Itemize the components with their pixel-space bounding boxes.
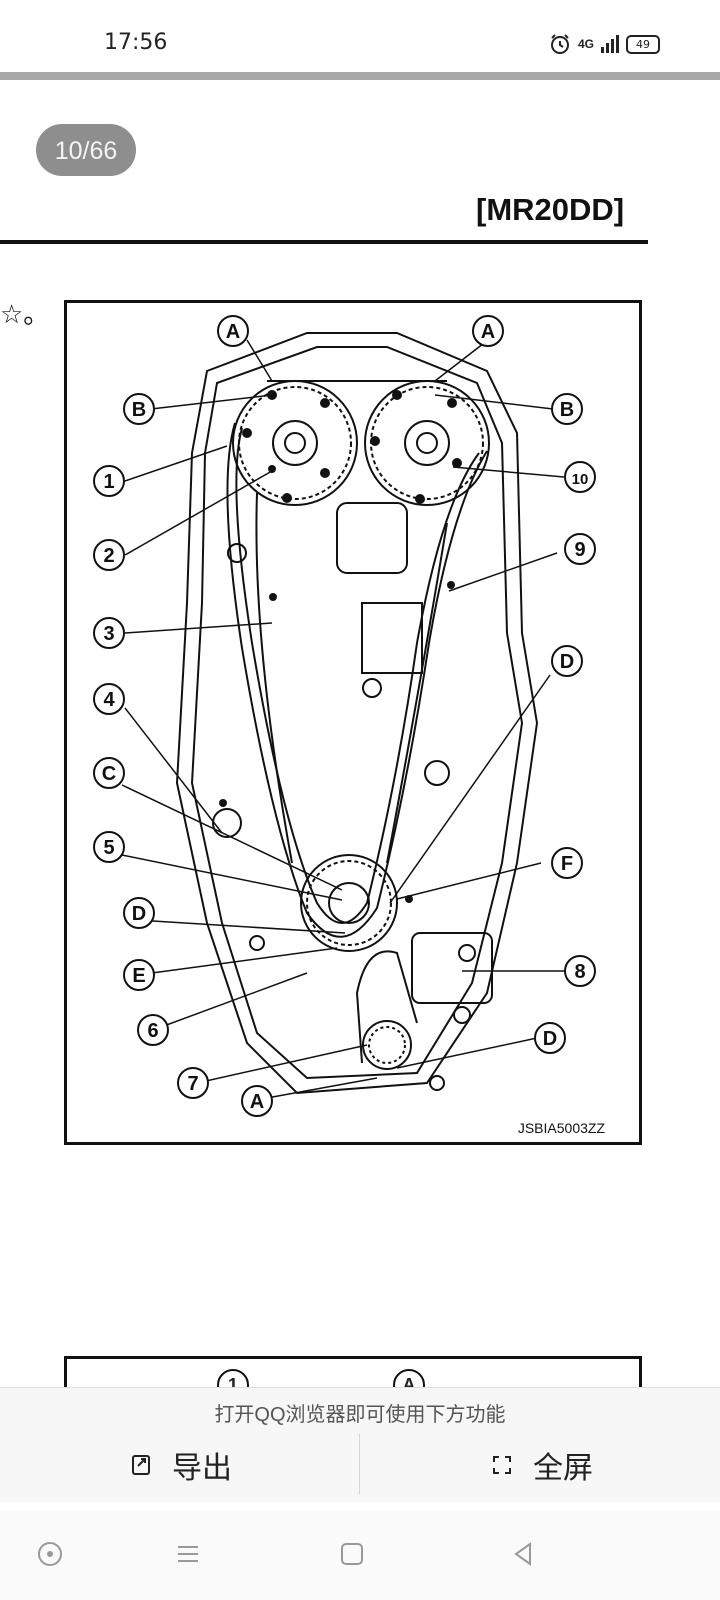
callout-1-4: 1 xyxy=(93,465,125,497)
qq-divider xyxy=(359,1434,360,1494)
callout-D-18: D xyxy=(534,1022,566,1054)
svg-text:A: A xyxy=(481,321,495,343)
fullscreen-icon xyxy=(493,1456,511,1474)
svg-text:E: E xyxy=(132,965,145,987)
alarm-icon xyxy=(550,34,569,54)
callout-F-13: F xyxy=(551,847,583,879)
recent-apps-icon[interactable] xyxy=(330,1532,374,1576)
callout-D-9: D xyxy=(551,645,583,677)
svg-text:5: 5 xyxy=(103,837,114,859)
qq-action-bar: 打开QQ浏览器即可使用下方功能 导出 全屏 xyxy=(0,1387,720,1502)
svg-text:2: 2 xyxy=(103,545,114,567)
top-divider xyxy=(0,72,720,80)
callout-9-7: 9 xyxy=(564,533,596,565)
callout-A-20: A xyxy=(241,1085,273,1117)
callout-D-14: D xyxy=(123,897,155,929)
network-label: 4G xyxy=(577,37,594,51)
callout-6-17: 6 xyxy=(137,1014,169,1046)
svg-text:1: 1 xyxy=(103,471,114,493)
svg-text:B: B xyxy=(132,399,146,421)
battery-icon: 49 xyxy=(626,34,660,54)
callout-10-5: 10 xyxy=(564,461,596,493)
home-icon[interactable] xyxy=(28,1532,72,1576)
status-bar: 17:56 4G 49 xyxy=(0,0,720,72)
next-callout-A: A xyxy=(393,1369,425,1387)
system-nav-bar xyxy=(0,1510,720,1600)
svg-text:A: A xyxy=(226,321,240,343)
svg-text:10: 10 xyxy=(572,471,589,488)
document-header: [MR20DD] xyxy=(476,192,625,227)
svg-text:D: D xyxy=(543,1028,557,1050)
figure-code: JSBIA5003ZZ xyxy=(517,1120,605,1136)
export-icon xyxy=(132,1455,150,1475)
callout-4-10: 4 xyxy=(93,683,125,715)
callout-7-19: 7 xyxy=(177,1067,209,1099)
svg-text:D: D xyxy=(132,903,146,925)
callout-3-8: 3 xyxy=(93,617,125,649)
svg-text:3: 3 xyxy=(103,623,114,645)
callout-B-2: B xyxy=(123,393,155,425)
qq-hint: 打开QQ浏览器即可使用下方功能 xyxy=(214,1404,506,1426)
svg-text:6: 6 xyxy=(147,1020,158,1042)
svg-text:F: F xyxy=(561,853,573,875)
svg-text:8: 8 xyxy=(574,961,585,983)
callout-8-15: 8 xyxy=(564,955,596,987)
menu-icon[interactable] xyxy=(166,1532,210,1576)
next-callout-1: 1 xyxy=(217,1369,249,1387)
svg-text:9: 9 xyxy=(574,539,585,561)
callout-A-0: A xyxy=(217,315,249,347)
page-indicator: 10/66 xyxy=(36,124,136,176)
svg-text:7: 7 xyxy=(187,1073,198,1095)
fullscreen-label: 全屏 xyxy=(533,1452,593,1485)
svg-text:A: A xyxy=(250,1091,264,1113)
signal-icon xyxy=(601,35,619,53)
export-button[interactable]: 导出 xyxy=(0,1428,358,1502)
callout-A-1: A xyxy=(472,315,504,347)
callout-5-12: 5 xyxy=(93,831,125,863)
document-viewer[interactable]: [MR20DD] ☆。 xyxy=(0,80,720,1387)
svg-text:4: 4 xyxy=(103,689,115,711)
callout-C-11: C xyxy=(93,757,125,789)
fullscreen-button[interactable]: 全屏 xyxy=(361,1428,719,1502)
svg-text:B: B xyxy=(560,399,574,421)
export-label: 导出 xyxy=(172,1452,232,1485)
svg-text:C: C xyxy=(102,763,116,785)
svg-text:D: D xyxy=(560,651,574,673)
callout-2-6: 2 xyxy=(93,539,125,571)
status-time: 17:56 xyxy=(104,30,168,55)
callout-B-3: B xyxy=(551,393,583,425)
cut-off-text: ☆。 xyxy=(0,299,50,329)
callout-E-16: E xyxy=(123,959,155,991)
status-icons: 4G 49 xyxy=(548,32,660,56)
back-icon[interactable] xyxy=(502,1532,546,1576)
header-rule xyxy=(0,240,648,244)
